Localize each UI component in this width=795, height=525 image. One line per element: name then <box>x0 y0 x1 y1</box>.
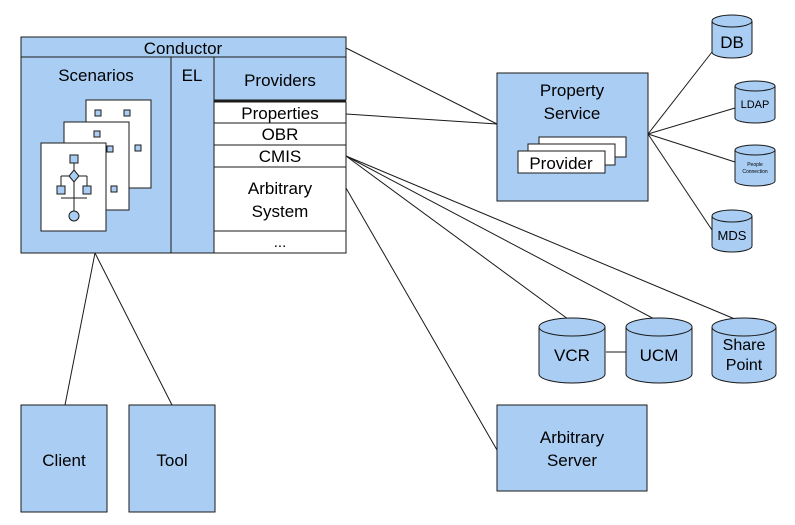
conductor-title: Conductor <box>144 39 223 58</box>
line-arbitrary-to-server <box>345 187 498 451</box>
ucm-label: UCM <box>640 346 679 365</box>
tool-block: Tool <box>128 404 216 513</box>
arbitrary-server-block: Arbitrary Server <box>496 404 648 492</box>
sharepoint-label-2: Point <box>726 357 763 374</box>
tool-label: Tool <box>156 451 187 470</box>
people-label-1: People <box>747 162 763 168</box>
vcr-cylinder: VCR <box>538 317 606 384</box>
client-block: Client <box>20 404 108 513</box>
provider-label-system: System <box>252 202 309 221</box>
db-cylinder: DB <box>711 14 753 59</box>
mds-label: MDS <box>718 228 747 243</box>
line-conductor-to-property-service <box>345 47 498 125</box>
provider-label-obr: OBR <box>262 125 299 144</box>
conductor-block: Conductor Scenarios EL Providers Propert… <box>20 36 347 254</box>
ucm-cylinder: UCM <box>625 317 693 384</box>
mds-cylinder: MDS <box>711 209 753 253</box>
provider-label-cmis: CMIS <box>259 147 302 166</box>
arbitrary-server-box <box>496 404 648 492</box>
line-property-to-mds <box>647 133 713 231</box>
el-panel <box>170 56 215 254</box>
line-properties-to-property-service <box>345 113 498 125</box>
provider-label-properties: Properties <box>241 104 318 123</box>
line-property-to-ldap <box>647 107 736 135</box>
line-scenarios-to-tool <box>94 252 173 406</box>
property-service-title-1: Property <box>540 81 605 100</box>
people-label-2: Connection <box>742 169 768 175</box>
sharepoint-cylinder: Share Point <box>711 317 777 384</box>
people-connection-cylinder: People Connection <box>734 144 776 187</box>
vcr-label: VCR <box>554 346 590 365</box>
scenarios-label: Scenarios <box>58 66 134 85</box>
provider-item-more <box>213 230 347 254</box>
tool-box <box>128 404 216 513</box>
arbitrary-server-label-2: Server <box>547 451 597 470</box>
ldap-label: LDAP <box>741 99 770 111</box>
el-label: EL <box>182 66 203 85</box>
provider-card-label: Provider <box>529 154 593 173</box>
ldap-cylinder: LDAP <box>734 80 776 124</box>
line-cmis-to-sharepoint <box>345 155 743 323</box>
line-property-to-db <box>647 51 713 135</box>
provider-item-arbitrary-system <box>213 166 347 232</box>
connector-lines <box>64 47 743 451</box>
provider-card-front <box>517 150 606 174</box>
db-label: DB <box>720 33 744 52</box>
line-cmis-to-ucm <box>345 155 661 323</box>
client-label: Client <box>42 451 86 470</box>
line-cmis-to-vcr <box>345 155 573 323</box>
property-service-block: Property Service Provider <box>496 72 649 202</box>
property-service-title-2: Service <box>544 104 601 123</box>
arbitrary-server-label-1: Arbitrary <box>540 428 605 447</box>
provider-label-more: ... <box>274 234 287 251</box>
providers-header <box>213 56 347 101</box>
line-property-to-people <box>647 133 736 163</box>
client-box <box>20 404 108 513</box>
sharepoint-label-1: Share <box>723 337 766 354</box>
provider-label-arbitrary: Arbitrary <box>248 179 313 198</box>
scenario-cards-icon <box>40 99 152 232</box>
providers-label: Providers <box>244 71 316 90</box>
line-scenarios-to-client <box>64 252 96 406</box>
